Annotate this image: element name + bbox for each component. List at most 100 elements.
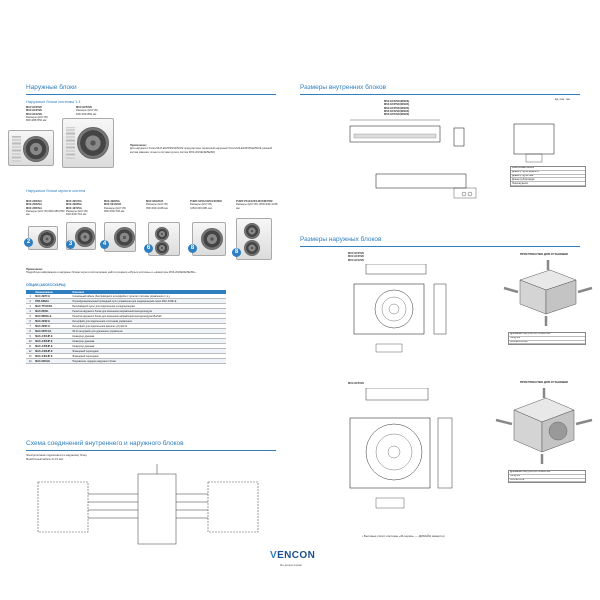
option-num: 11 [26,343,35,350]
multi-unit-4-badge: 6 [144,244,153,253]
multi-unit-2-model-3: MXZ-4E72VA [66,206,82,210]
multi-unit-3-badge: 4 [100,240,109,249]
indoor-spec-row-3: Диаметр трубы газа [511,175,585,179]
install-space-title-a: ПРОСТРАНСТВО ДЛЯ УСТАНОВКИ [520,252,568,256]
install-space-b-drawing [495,388,593,464]
option-name: MAC-TT01CRA [34,303,72,310]
options-header-desc: Описание [71,290,226,295]
outdoor-models-b: MUZ-EF50VE [348,382,364,385]
unit-b-size-label: Размеры (Ш×Г×В) [76,109,98,113]
pipe-table-a-row-2: Патрубок [509,337,585,341]
footer-note: • Бытовые сплит-системы «М-серии» — ДИЗА… [362,534,445,538]
option-desc: Нагреватель поддона наружного блока [71,358,226,365]
option-name: MAC-800SL [34,308,72,315]
indoor-spec-row-4: Длина трубопровода [511,178,585,183]
multi-unit-4-model-1: MXZ-6D122VA [146,200,164,203]
multi-unit-1-model-1: MXZ-2D33VA [26,200,42,203]
logo-v: V [270,550,278,561]
option-name: MAC-A461JP-E [34,353,72,360]
wiring-note: Межблочный кабель 4×1,5 мм² [26,458,64,461]
unit-b-model-1: MUZ-EF50VE [76,106,93,109]
pipe-table-a-row-1: Дренажный патрубок PAC-SG61DS-E [509,333,585,337]
multi-unit-6-model-1: PUMY-P112/125/140VKM/YKM [236,200,273,203]
indoor-model-1: MSZ-EF22VE(W/B/S) [384,100,410,103]
option-num: 1 [26,294,35,300]
multi-unit-6-info: PUMY-P112/125/140VKM/YKM Размеры (Ш×Г×В)… [236,200,278,210]
multi-unit-2-model-1: MXZ-3E54VA [66,200,82,203]
indoor-dims-rule [300,94,580,95]
pipe-table-a-row-3: MUZ-EF25/35/42 [509,341,585,345]
outdoor-note-text: Для наружного блока MUZ-EF25/35/42/50VE … [130,147,273,154]
option-num: 3 [26,303,35,310]
outdoor-b-dimension-drawing [349,388,453,509]
option-desc: Беспроводной пульт для подключения к кон… [71,303,226,310]
multi-unit-6-image [236,218,272,260]
option-name: MAC-64DH-E [34,358,72,365]
option-num: 14 [26,358,35,365]
multi-unit-3-info: MXZ-4E83VA MXZ-5E102VA Размеры (Ш×Г×В) 9… [104,200,140,213]
multi-unit-3-model-1: MXZ-4E83VA [104,200,120,203]
option-num: 5 [26,313,35,320]
multi-unit-2-badge: 3 [66,240,75,249]
option-desc: Полнофункциональный проводной пульт упра… [71,298,226,305]
install-space-a-drawing [503,260,593,326]
unit-b-info: MUZ-EF50VE Размеры (Ш×Г×В) 840×330×880 м… [76,106,116,116]
indoor-dimension-drawing [349,119,555,199]
option-desc: Конвертер дренажа [71,333,226,340]
multi-unit-2-size: Размеры (Ш×Г×В) 840×330×710 мм [66,209,88,217]
pipe-table-b-row-1: Дренажный патрубок PAC-SG61DS-E [509,471,585,475]
option-desc: Сигнальный кабель (беспроводного интерфе… [71,294,226,300]
multi-unit-5-size: Размеры (Ш×Г×В) 1050×330×981 мм [190,203,212,210]
option-desc: Wi-Fi интерфейс для удалённого управлени… [71,328,226,335]
option-num: 9 [26,333,35,340]
indoor-spec-row-1: Межблочный кабель [511,167,585,171]
outdoor-model-b-1: MUZ-EF50VE [348,382,365,385]
option-num: 8 [26,328,35,335]
outdoor-unit-b-image [62,118,114,168]
pipe-table-b-row-3: MUZ-EF50VE [509,479,585,483]
indoor-unit-mm: Ед. изм.: мм [555,98,570,101]
option-desc: Фланцевый переходник [71,348,226,355]
indoor-dims-title: Размеры внутренних блоков [300,84,387,91]
indoor-spec-table: Межблочный кабель Диаметр трубы жидкости… [510,166,586,187]
option-desc: Конвертер дренажа [71,338,226,345]
indoor-spec-row-5: Перепад высот [511,182,585,186]
system-1-1-subtitle: Наружные блоки системы 1:1 [26,99,81,104]
multi-unit-2-info: MXZ-3E54VA MXZ-3E68VA MXZ-4E72VA Размеры… [66,200,102,216]
option-num: 12 [26,348,35,355]
multi-unit-4-image [148,222,180,256]
multi-unit-4-size: Размеры (Ш×Г×В) 950×330×1048 мм [146,203,168,210]
outdoor-models-a: MUZ-EF25VE MUZ-EF35VE MUZ-EF42VE [348,252,364,262]
unit-a-model-3: MUZ-EF42VE [26,112,43,116]
multi-unit-1-info: MXZ-2D33VA MXZ-2D42VA MXZ-2D53VA Размеры… [26,200,66,216]
multi-unit-5-badge: 8 [188,244,197,253]
option-num: 6 [26,318,35,325]
indoor-spec-row-2: Диаметр трубы жидкости [511,171,585,175]
option-num: 13 [26,353,35,360]
multi-note-text: Подробную информацию о наружных блоках м… [26,271,197,275]
outdoor-note-title: Примечание: [130,144,147,147]
multi-unit-5-info: PUMY-SP112/125/140VKM Размеры (Ш×Г×В) 10… [190,200,228,210]
option-name: MAC-A456JP-E [34,343,72,350]
unit-a-size-label: Размеры (Ш×Г×В) [26,115,48,119]
option-desc: Интерфейс для подключения к системам упр… [71,318,226,325]
outdoor-unit-a-image [8,130,54,166]
wiring-title: Схема соединений внутреннего и наружного… [26,440,184,447]
option-desc: Решётка наружного блока для изменения на… [71,313,226,320]
option-num: 4 [26,308,35,315]
option-name: MAC-A454JP-E [34,333,72,340]
install-space-title-b: ПРОСТРАНСТВО ДЛЯ УСТАНОВКИ [520,380,568,384]
option-name: MAC-334IF-E [34,318,72,325]
indoor-model-5: MSZ-EF50VE(W/B/S) [384,113,410,117]
multi-unit-2-model-2: MXZ-3E68VA [66,203,82,207]
unit-a-size: 800×285×550 мм [26,119,47,123]
vencon-logo: VENCON [270,550,315,561]
outdoor-a-dimension-drawing [353,264,447,353]
